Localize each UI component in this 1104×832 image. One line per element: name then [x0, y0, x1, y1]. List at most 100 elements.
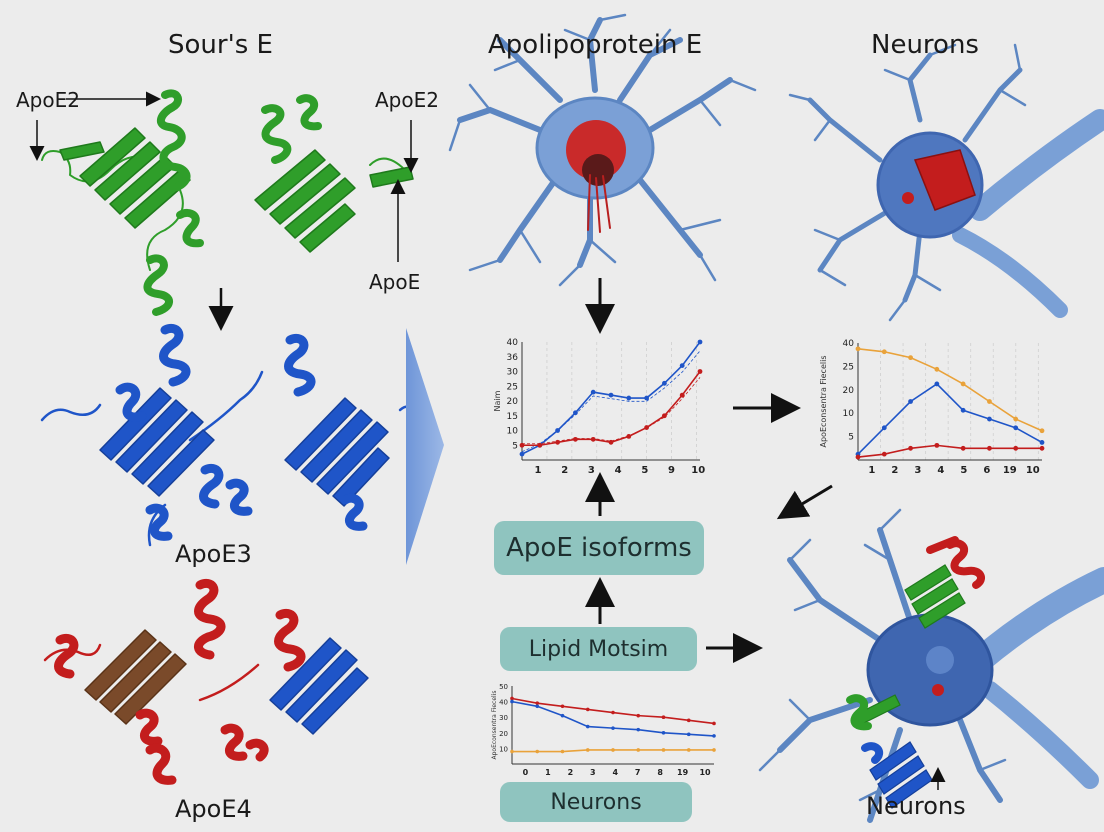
lipid-box: Lipid Motsim	[500, 627, 697, 671]
data-point	[590, 389, 596, 395]
data-point	[855, 346, 861, 352]
data-point	[1039, 445, 1045, 451]
data-point	[987, 399, 992, 404]
x-tick-label: 4	[615, 465, 622, 476]
x-tick-label: 1	[868, 465, 875, 476]
series-line	[857, 348, 1043, 432]
y-axis-label: Naim	[493, 390, 502, 411]
data-point	[644, 425, 649, 430]
data-point	[679, 392, 685, 398]
y-tick-label: 10	[843, 409, 855, 419]
data-point	[855, 454, 861, 460]
data-point	[573, 436, 578, 442]
series-line-band	[521, 350, 701, 453]
data-point	[626, 395, 632, 401]
data-point	[908, 355, 913, 361]
y-tick-label: 10	[499, 745, 508, 753]
data-point	[908, 399, 913, 404]
data-point	[636, 748, 641, 752]
data-point	[510, 749, 514, 754]
y-tick-label: 30	[499, 714, 508, 722]
data-point	[585, 724, 590, 729]
label-neurons-bottom: Neurons	[866, 792, 966, 820]
data-point	[590, 436, 596, 442]
data-point	[611, 710, 615, 715]
data-point	[712, 734, 716, 738]
data-point	[555, 439, 560, 445]
label-apoe2-right: ApoE2	[375, 88, 439, 112]
apoe4-protein-structure	[43, 579, 369, 785]
data-point	[934, 381, 940, 387]
x-tick-label: 2	[561, 465, 568, 476]
y-tick-label: 50	[499, 683, 508, 691]
x-tick-label: 2	[891, 465, 898, 476]
x-tick-label: 19	[1003, 465, 1017, 476]
data-point	[611, 726, 615, 730]
apoe-isoforms-box: ApoE isoforms	[494, 521, 704, 575]
data-point	[661, 731, 666, 735]
x-tick-label: 5	[641, 465, 648, 476]
data-point	[560, 713, 565, 718]
data-point	[535, 704, 540, 709]
y-tick-label: 10	[507, 427, 519, 437]
title-right: Neurons	[871, 30, 979, 60]
y-tick-label: 20	[507, 397, 519, 407]
y-tick-label: 5	[512, 441, 518, 451]
data-point	[686, 718, 691, 723]
data-point	[1013, 425, 1019, 431]
x-tick-label: 9	[668, 465, 675, 476]
label-apoe2-left: ApoE2	[16, 88, 80, 112]
data-point	[636, 713, 641, 718]
data-point	[510, 696, 514, 701]
data-point	[573, 410, 578, 416]
x-tick-label: 10	[1026, 465, 1040, 476]
series-line	[857, 444, 1042, 458]
y-axis-label: ApoEconsentra Fiecelis	[491, 691, 498, 760]
data-point	[697, 339, 703, 345]
x-tick-label: 1	[545, 768, 551, 777]
data-point	[555, 428, 560, 433]
data-point	[560, 704, 565, 709]
data-point	[510, 699, 514, 704]
apoe2-protein-structure	[41, 89, 414, 316]
chevron-arrow-icon	[406, 328, 444, 565]
x-tick-label: 1	[535, 465, 542, 476]
data-point	[560, 749, 565, 754]
series-line-band	[522, 377, 701, 445]
data-point	[679, 363, 685, 368]
y-axis-label: ApoEconsentra Fiecelis	[819, 356, 828, 448]
data-point	[585, 748, 590, 752]
x-tick-label: 8	[657, 768, 663, 777]
y-tick-label: 5	[848, 433, 854, 443]
data-point	[881, 349, 887, 355]
data-point	[636, 727, 641, 732]
data-point	[686, 748, 691, 752]
y-tick-label: 40	[499, 699, 508, 707]
data-point	[934, 366, 940, 372]
series-line	[857, 382, 1043, 455]
apoe3-protein-structure	[40, 324, 416, 547]
data-point	[960, 445, 966, 451]
data-point	[661, 748, 666, 752]
data-point	[661, 715, 666, 719]
data-point	[662, 380, 667, 386]
data-point	[626, 434, 632, 439]
data-point	[662, 413, 667, 419]
data-point	[608, 439, 614, 445]
y-tick-label: 25	[843, 362, 854, 372]
label-apoe4: ApoE4	[175, 795, 252, 823]
x-tick-label: 10	[691, 465, 705, 476]
data-point	[987, 416, 992, 422]
neuron-top-right	[788, 43, 1104, 322]
data-point	[519, 442, 525, 448]
data-point	[908, 445, 913, 451]
data-point	[1039, 428, 1045, 434]
y-tick-label: 30	[507, 368, 519, 378]
data-point	[585, 707, 590, 712]
x-tick-label: 5	[960, 465, 967, 476]
x-tick-label: 19	[677, 768, 689, 777]
series-line	[511, 700, 715, 737]
